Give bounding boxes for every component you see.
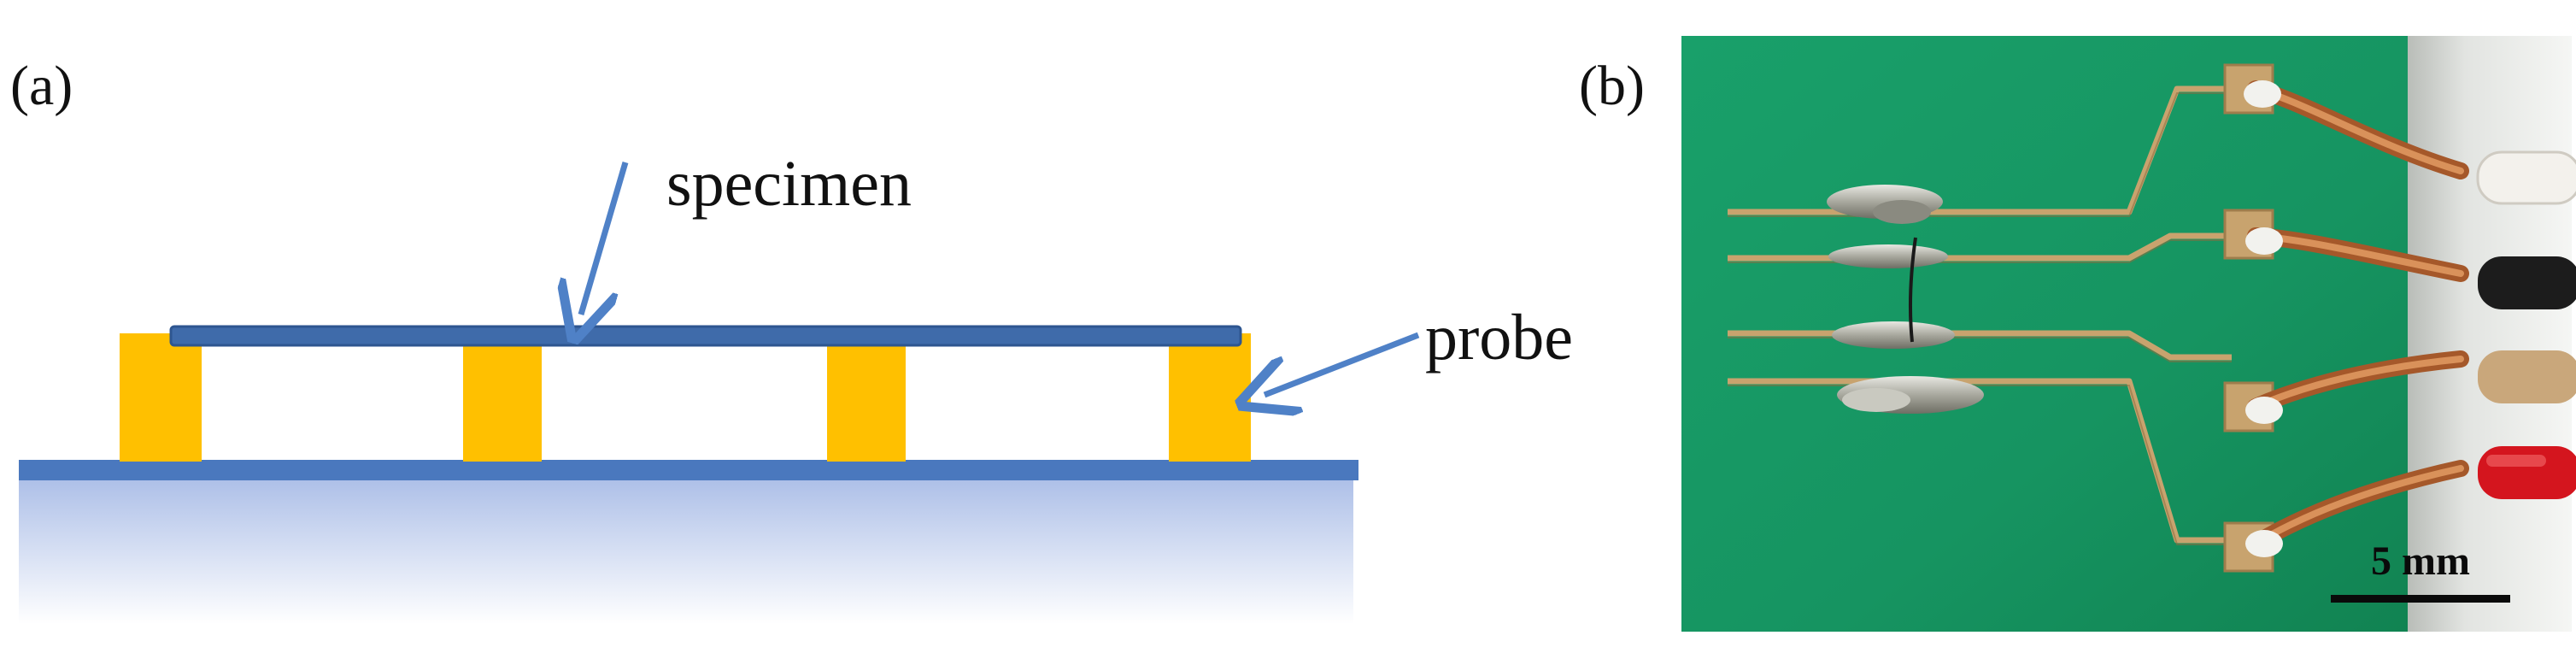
pcb-photo: 5 mm <box>1681 36 2576 632</box>
specimen-bar <box>169 325 1242 347</box>
pad-solder <box>2244 80 2283 557</box>
panel-a-label: (a) <box>10 55 73 117</box>
wire-insulation <box>2476 150 2576 499</box>
probe-3 <box>827 345 906 462</box>
red-wire <box>2478 446 2576 499</box>
panel-b: (b) <box>1579 36 2576 632</box>
substrate-line <box>19 460 1358 480</box>
white-wire <box>2476 150 2576 205</box>
probe-4 <box>1169 333 1251 462</box>
probe-2 <box>463 345 542 462</box>
specimen-wire <box>1908 237 1917 343</box>
background-strip <box>2408 36 2572 632</box>
solder-joints <box>1827 185 1984 414</box>
probe-arrow <box>1265 332 1420 395</box>
scale-bar <box>2331 595 2510 603</box>
scale-bar-label: 5 mm <box>2371 538 2470 584</box>
probe-1 <box>120 333 202 462</box>
probe-label: probe <box>1425 302 1573 374</box>
panel-a: (a) specimen probe <box>10 55 1573 624</box>
panel-b-label: (b) <box>1579 55 1645 117</box>
specimen-arrow <box>581 162 629 315</box>
tan-wire <box>2478 350 2576 403</box>
black-wire <box>2478 256 2576 309</box>
substrate-block <box>19 480 1353 624</box>
lead-wires <box>2247 80 2469 552</box>
specimen-label: specimen <box>666 148 912 220</box>
